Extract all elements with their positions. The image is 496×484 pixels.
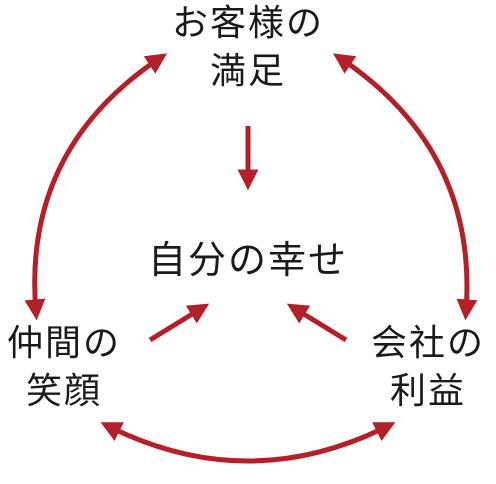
node-own-happiness: 自分の幸せ: [138, 236, 358, 284]
node-right-line2: 利益: [389, 371, 466, 412]
node-top-line2: 満足: [209, 51, 286, 92]
arrow-left-to-center: [148, 303, 210, 343]
node-left-line2: 笑顔: [25, 371, 102, 412]
arrow-right-to-center: [286, 303, 348, 343]
node-customer-satisfaction: お客様の 満足: [158, 0, 338, 96]
node-top-line1: お客様の: [171, 3, 324, 44]
node-center-line1: 自分の幸せ: [147, 238, 348, 282]
arc-top-right: [333, 53, 478, 321]
node-company-profit: 会社の 利益: [360, 320, 496, 416]
arc-left-top: [24, 53, 167, 321]
node-colleague-smiles: 仲間の 笑顔: [0, 320, 128, 416]
arc-left-right: [100, 422, 396, 464]
node-right-line1: 会社の: [370, 323, 485, 364]
node-left-line1: 仲間の: [6, 323, 121, 364]
